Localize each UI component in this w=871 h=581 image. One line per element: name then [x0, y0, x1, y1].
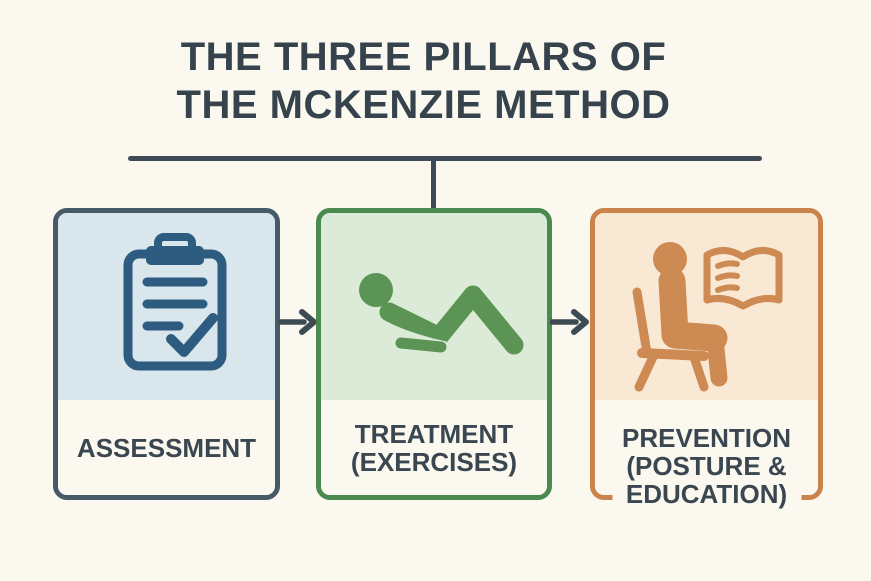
arrow-right-icon [278, 309, 317, 335]
person-exercising-icon [359, 273, 524, 355]
label-line: (EXERCISES) [350, 446, 518, 477]
page-title: THE THREE PILLARS OF THE MCKENZIE METHOD [0, 33, 847, 129]
label-line: TREATMENT [354, 418, 514, 449]
clipboard-checklist-icon [123, 233, 227, 371]
pillar-card-prevention: PREVENTION (POSTURE & EDUCATION) [590, 208, 823, 508]
pillar-label-treatment: TREATMENT (EXERCISES) [351, 420, 517, 476]
pillar-card-treatment: TREATMENT (EXERCISES) [316, 208, 552, 500]
person-reading-seated-icon [632, 242, 783, 392]
prevention-icon-panel [595, 213, 818, 400]
assessment-label-panel: ASSESSMENT [58, 400, 275, 495]
assessment-icon-panel [58, 213, 275, 400]
pillar-label-assessment: ASSESSMENT [77, 434, 256, 462]
treatment-label-panel: TREATMENT (EXERCISES) [321, 400, 547, 495]
treatment-icon-panel [321, 213, 547, 400]
title-line-2: THE MCKENZIE METHOD [176, 83, 671, 127]
title-line-1: THE THREE PILLARS OF [180, 35, 667, 79]
label-line: EDUCATION) [625, 479, 788, 509]
connector-vertical-line [431, 158, 436, 211]
arrow-right-icon [550, 309, 589, 335]
pillar-label-prevention: PREVENTION (POSTURE & EDUCATION) [611, 423, 802, 509]
connector-horizontal-line [128, 156, 762, 161]
pillar-card-assessment: ASSESSMENT [53, 208, 280, 500]
label-line: (POSTURE & [626, 451, 787, 481]
label-line: ASSESSMENT [76, 432, 257, 463]
label-line: PREVENTION [621, 423, 792, 453]
